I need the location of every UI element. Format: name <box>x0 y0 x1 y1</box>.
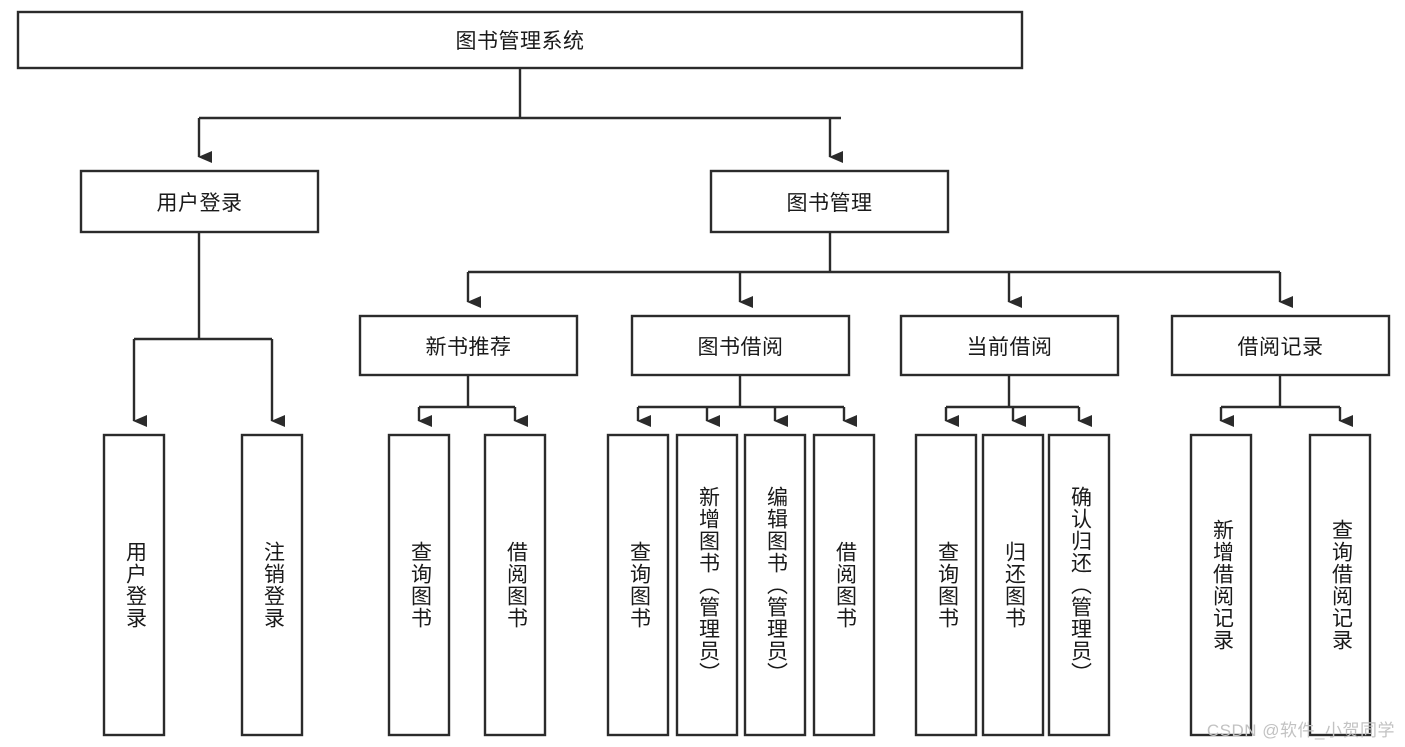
node-box-leaf-query-book-cb[interactable] <box>914 433 978 737</box>
node-box-leaf-query-book-bw[interactable] <box>606 433 670 737</box>
node-box-borrow-record[interactable] <box>1170 314 1391 377</box>
edge-group-records <box>1219 375 1353 427</box>
edge-group-book-manage <box>466 232 1293 308</box>
node-box-leaf-query-book-nb[interactable] <box>387 433 451 737</box>
edge-group-borrow <box>636 375 857 427</box>
node-box-leaf-borrow-book-bw[interactable] <box>812 433 876 737</box>
node-box-leaf-edit-book-admin[interactable] <box>743 433 807 737</box>
node-box-leaf-user-login[interactable] <box>102 433 166 737</box>
node-box-book-borrow[interactable] <box>630 314 851 377</box>
node-box-leaf-return-book[interactable] <box>981 433 1045 737</box>
edge-group-root <box>197 68 843 163</box>
node-box-leaf-logout[interactable] <box>240 433 304 737</box>
node-box-leaf-query-borrow-record[interactable] <box>1308 433 1372 737</box>
node-box-current-borrow[interactable] <box>899 314 1120 377</box>
node-box-leaf-add-borrow-record[interactable] <box>1189 433 1253 737</box>
node-box-book-manage[interactable] <box>709 169 950 234</box>
edge-group-user-login <box>132 232 285 427</box>
node-box-leaf-confirm-return-admin[interactable] <box>1047 433 1111 737</box>
node-box-leaf-add-book-admin[interactable] <box>675 433 739 737</box>
node-box-leaf-borrow-book-nb[interactable] <box>483 433 547 737</box>
node-box-root[interactable] <box>16 10 1024 70</box>
node-box-new-book-recommend[interactable] <box>358 314 579 377</box>
edge-group-current <box>944 375 1092 427</box>
node-box-user-login[interactable] <box>79 169 320 234</box>
edge-group-new-book <box>417 375 528 427</box>
watermark-text: CSDN @软件_小贺同学 <box>1206 721 1395 740</box>
